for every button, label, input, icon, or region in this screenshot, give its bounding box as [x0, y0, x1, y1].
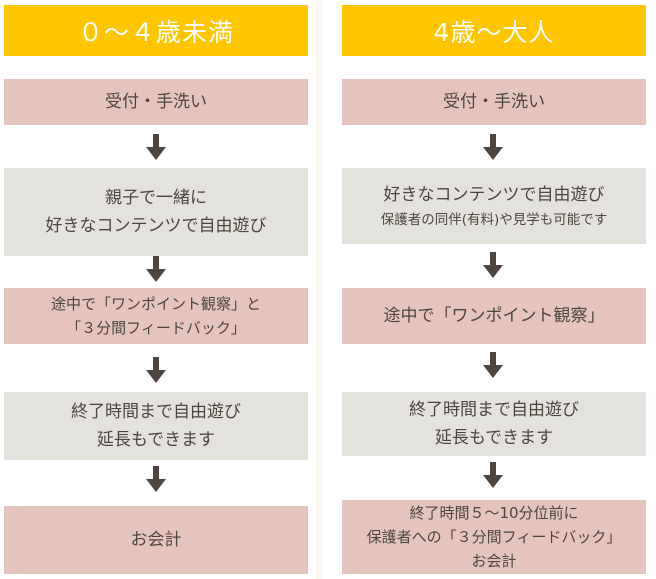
- down-arrow-icon: [146, 466, 166, 492]
- step-text: 途中で「ワンポイント観察」: [383, 306, 605, 326]
- left-step-free-play: 親子で一緒に 好きなコンテンツで自由遊び: [4, 168, 308, 256]
- left-step-extend: 終了時間まで自由遊び 延長もできます: [4, 392, 308, 460]
- step-text: 好きなコンテンツで自由遊び: [383, 185, 605, 205]
- left-step-reception: 受付・手洗い: [4, 79, 308, 125]
- right-step-observation: 途中で「ワンポイント観察」: [342, 288, 646, 344]
- right-step-reception: 受付・手洗い: [342, 79, 646, 125]
- step-text: 終了時間５～10分位前に: [409, 504, 579, 522]
- step-text: 受付・手洗い: [105, 92, 207, 112]
- step-text: 親子で一緒に: [105, 188, 207, 208]
- down-arrow-icon: [146, 357, 166, 383]
- down-arrow-icon: [483, 352, 503, 378]
- right-step-feedback-checkout: 終了時間５～10分位前に 保護者への「３分間フィードバック」 お会計: [342, 500, 646, 574]
- right-step-free-play: 好きなコンテンツで自由遊び 保護者の同伴(有料)や見学も可能です: [342, 168, 646, 244]
- step-text: 保護者への「３分間フィードバック」: [366, 528, 622, 546]
- left-header: ０～４歳未満: [4, 5, 308, 56]
- down-arrow-icon: [483, 462, 503, 488]
- down-arrow-icon: [146, 134, 166, 160]
- step-note: 保護者の同伴(有料)や見学も可能です: [380, 212, 608, 228]
- step-text: 途中で「ワンポイント観察」と: [50, 295, 261, 313]
- left-step-observation: 途中で「ワンポイント観察」と 「３分間フィードバック」: [4, 288, 308, 344]
- step-text: 延長もできます: [96, 430, 216, 450]
- step-text: 延長もできます: [434, 428, 554, 448]
- step-text: お会計: [130, 530, 182, 550]
- step-text: 好きなコンテンツで自由遊び: [45, 216, 267, 236]
- step-text: 受付・手洗い: [443, 92, 545, 112]
- right-header: 4歳～大人: [342, 5, 646, 56]
- down-arrow-icon: [146, 256, 166, 282]
- step-text: お会計: [471, 552, 517, 570]
- right-step-extend: 終了時間まで自由遊び 延長もできます: [342, 392, 646, 456]
- down-arrow-icon: [483, 134, 503, 160]
- step-text: 終了時間まで自由遊び: [409, 400, 579, 420]
- step-text: 「３分間フィードバック」: [66, 319, 246, 337]
- step-text: 終了時間まで自由遊び: [71, 402, 241, 422]
- down-arrow-icon: [483, 252, 503, 278]
- left-step-checkout: お会計: [4, 506, 308, 574]
